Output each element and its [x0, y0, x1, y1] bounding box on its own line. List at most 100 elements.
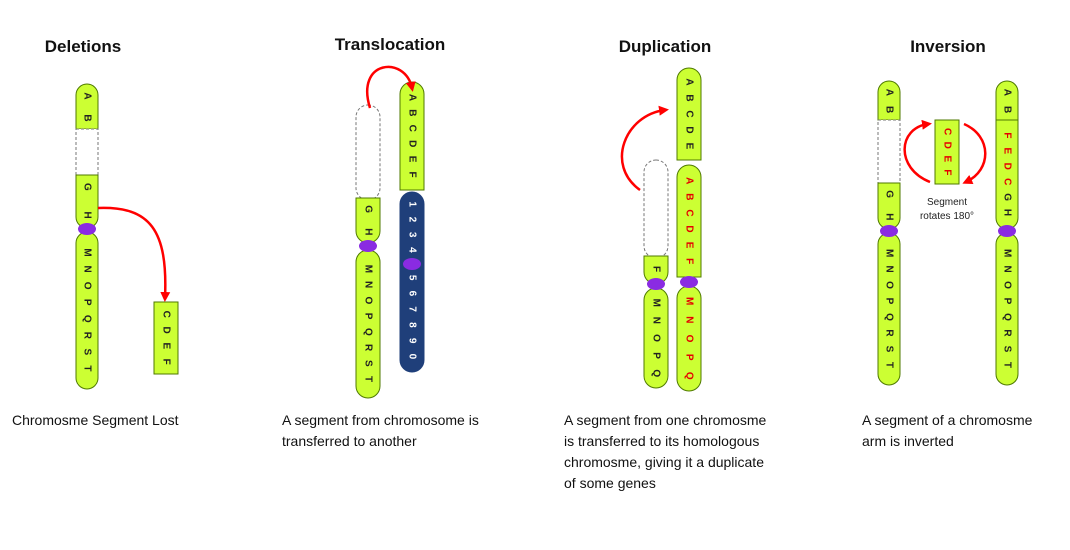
gene-label: B	[82, 114, 93, 121]
gene-label: P	[884, 298, 895, 305]
gene-label: D	[161, 326, 172, 333]
gene-label: N	[82, 265, 93, 272]
gene-label: S	[82, 349, 93, 356]
gene-label: M	[884, 249, 895, 257]
chromosome-body	[153, 301, 179, 375]
centromere	[78, 223, 96, 235]
gene-label: O	[651, 334, 662, 342]
gene-label: F	[942, 169, 953, 175]
gene-label: R	[884, 329, 895, 337]
gene-label: H	[1002, 209, 1013, 216]
gene-label: 7	[407, 306, 418, 312]
gene-label: D	[684, 126, 695, 133]
gene-label: F	[651, 266, 662, 272]
title-translocation: Translocation	[335, 35, 446, 54]
gene-label: D	[1002, 163, 1013, 170]
gene-label: G	[884, 190, 895, 198]
caption-duplication: A segment from one chromosme is transfer…	[564, 410, 766, 494]
gene-label: T	[1002, 362, 1013, 368]
gene-label: M	[1002, 249, 1013, 257]
gene-label: N	[363, 281, 374, 288]
gene-label: G	[1002, 193, 1013, 201]
gene-label: F	[407, 171, 418, 177]
chromosome-body	[676, 285, 702, 392]
caption-line: chromosme, giving it a duplicate	[564, 454, 764, 470]
centromere	[359, 240, 377, 252]
chromosome-body	[355, 249, 381, 399]
gene-label: A	[407, 94, 418, 101]
duplicated-gap	[643, 159, 669, 259]
gene-label: P	[651, 352, 662, 359]
gene-label: E	[1002, 148, 1013, 155]
gene-label: 2	[407, 217, 418, 223]
gene-label: Q	[884, 313, 895, 321]
segment-rotates-note: Segment rotates 180°	[912, 196, 982, 224]
gene-label: H	[82, 211, 93, 218]
gene-label: O	[884, 281, 895, 289]
note-line: rotates 180°	[919, 211, 975, 222]
chromosome-body	[399, 191, 425, 263]
gene-label: Q	[684, 372, 695, 380]
tr-left-segment-gh: GH	[355, 197, 381, 244]
gene-label: A	[684, 78, 695, 85]
gene-label: G	[82, 183, 93, 191]
caption-line: transferred to another	[282, 433, 417, 449]
inv-left-segment-ab: AB	[877, 80, 901, 121]
chromosome-body	[399, 261, 425, 373]
gene-label: T	[884, 362, 895, 368]
gene-label: M	[651, 299, 662, 307]
rotate-arrow-left	[903, 119, 932, 184]
centromere	[680, 276, 698, 288]
gene-label: D	[942, 142, 953, 149]
gene-label: T	[82, 365, 93, 371]
chromosome-body	[877, 80, 901, 121]
caption-line: A segment from chromosome is	[282, 412, 479, 428]
chromosome-body	[995, 80, 1019, 121]
caption-deletions: Chromosme Segment Lost	[12, 410, 179, 431]
gene-label: O	[1002, 281, 1013, 289]
gene-label: A	[684, 177, 695, 184]
caption-line: arm is inverted	[862, 433, 954, 449]
gene-label: E	[407, 156, 418, 163]
gene-label: O	[684, 335, 695, 343]
chromosome-body	[676, 164, 702, 278]
centromere	[647, 278, 665, 290]
gene-label: E	[684, 143, 695, 150]
gene-label: P	[363, 313, 374, 320]
caption-line: Chromosme Segment Lost	[12, 412, 179, 428]
gene-label: B	[684, 94, 695, 101]
caption-line: A segment from one chromosme	[564, 412, 767, 428]
gene-label: S	[363, 360, 374, 367]
gene-label: F	[161, 359, 172, 365]
caption-translocation: A segment from chromosome is transferred…	[282, 410, 479, 452]
chromosome-body	[399, 81, 425, 191]
gene-label: Q	[363, 328, 374, 336]
centromere	[403, 258, 421, 270]
gene-label: R	[1002, 329, 1013, 337]
gene-label: P	[684, 354, 695, 361]
gene-label: D	[407, 140, 418, 147]
gene-label: Q	[82, 315, 93, 323]
gene-label: A	[1002, 89, 1013, 96]
gene-label: N	[684, 316, 695, 323]
gene-label: S	[884, 346, 895, 353]
gene-label: C	[407, 125, 418, 132]
deleted-gap	[75, 128, 99, 176]
duplication-arrow	[620, 105, 669, 192]
